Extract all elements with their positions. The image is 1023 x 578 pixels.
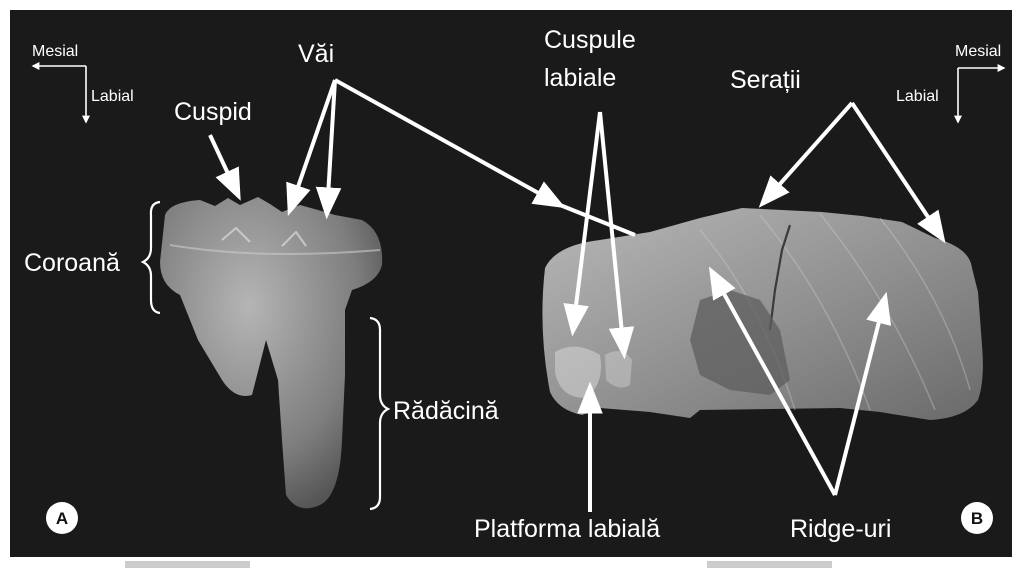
labial-label-right: Labial bbox=[896, 88, 939, 105]
seratii-label: Serații bbox=[730, 66, 801, 94]
coroana-label: Coroană bbox=[24, 249, 120, 277]
vai-label: Văi bbox=[298, 40, 334, 68]
scale-bar-b bbox=[707, 561, 832, 568]
panel-badge-b: B bbox=[961, 502, 993, 534]
tooth-b-specimen bbox=[542, 208, 982, 420]
mesial-label-left: Mesial bbox=[32, 43, 78, 60]
platforma-labiala-label: Platforma labială bbox=[474, 515, 660, 543]
panel-label-a: A bbox=[56, 509, 68, 528]
cuspule-labiale-label-line2: labiale bbox=[544, 64, 616, 92]
mesial-label-right: Mesial bbox=[955, 43, 1001, 60]
panel-badge-a: A bbox=[46, 502, 78, 534]
cuspid-label: Cuspid bbox=[174, 98, 252, 126]
labial-label-left: Labial bbox=[91, 88, 134, 105]
radacina-label: Rădăcină bbox=[393, 397, 499, 425]
cuspule-labiale-label-line1: Cuspule bbox=[544, 26, 636, 54]
ridge-uri-label: Ridge-uri bbox=[790, 515, 891, 543]
scale-bar-a bbox=[125, 561, 250, 568]
panel-label-b: B bbox=[971, 509, 983, 528]
